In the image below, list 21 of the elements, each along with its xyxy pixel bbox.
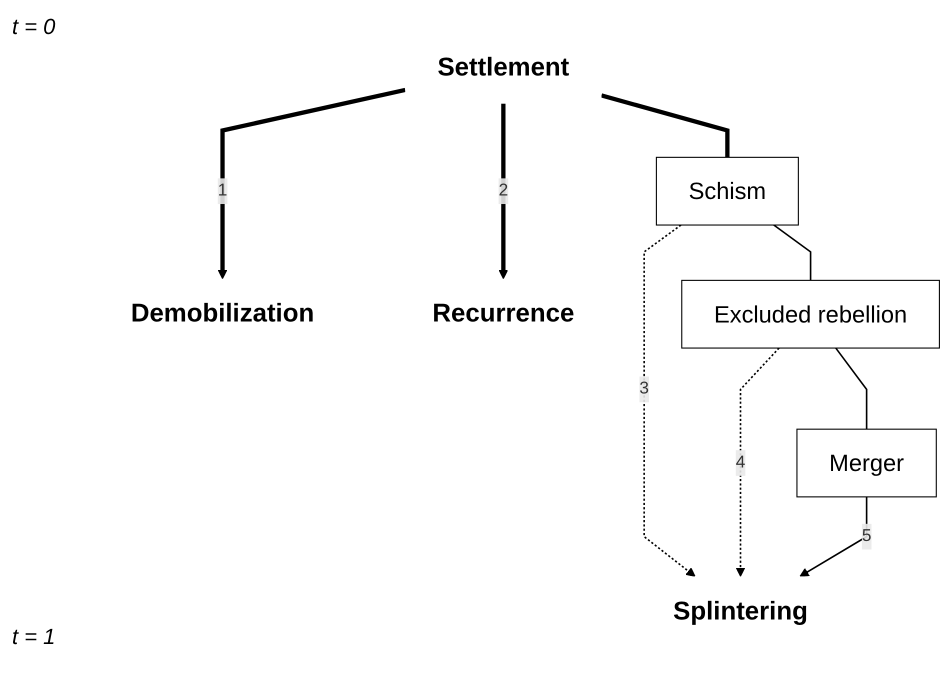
connector — [773, 224, 812, 280]
node-box: Schism — [656, 156, 799, 226]
node-box: Merger — [796, 428, 937, 498]
time-label: t = 1 — [12, 624, 56, 650]
node-box: Excluded rebellion — [681, 280, 940, 349]
node-text: Splintering — [673, 596, 808, 626]
edge-label: 5 — [862, 526, 872, 546]
time-label: t = 0 — [12, 14, 56, 40]
edge-label: 1 — [218, 182, 228, 200]
node-text: Settlement — [437, 53, 570, 82]
node-text: Demobilization — [130, 299, 314, 328]
connector — [835, 348, 868, 430]
node-text: Recurrence — [432, 299, 574, 328]
arrow — [643, 224, 696, 577]
arrow — [736, 348, 780, 577]
edge-label: 3 — [639, 380, 649, 398]
arrow — [498, 104, 508, 280]
connector — [600, 93, 730, 158]
edge-label: 4 — [736, 453, 746, 472]
arrow — [218, 88, 406, 280]
edge-label: 2 — [498, 182, 508, 200]
